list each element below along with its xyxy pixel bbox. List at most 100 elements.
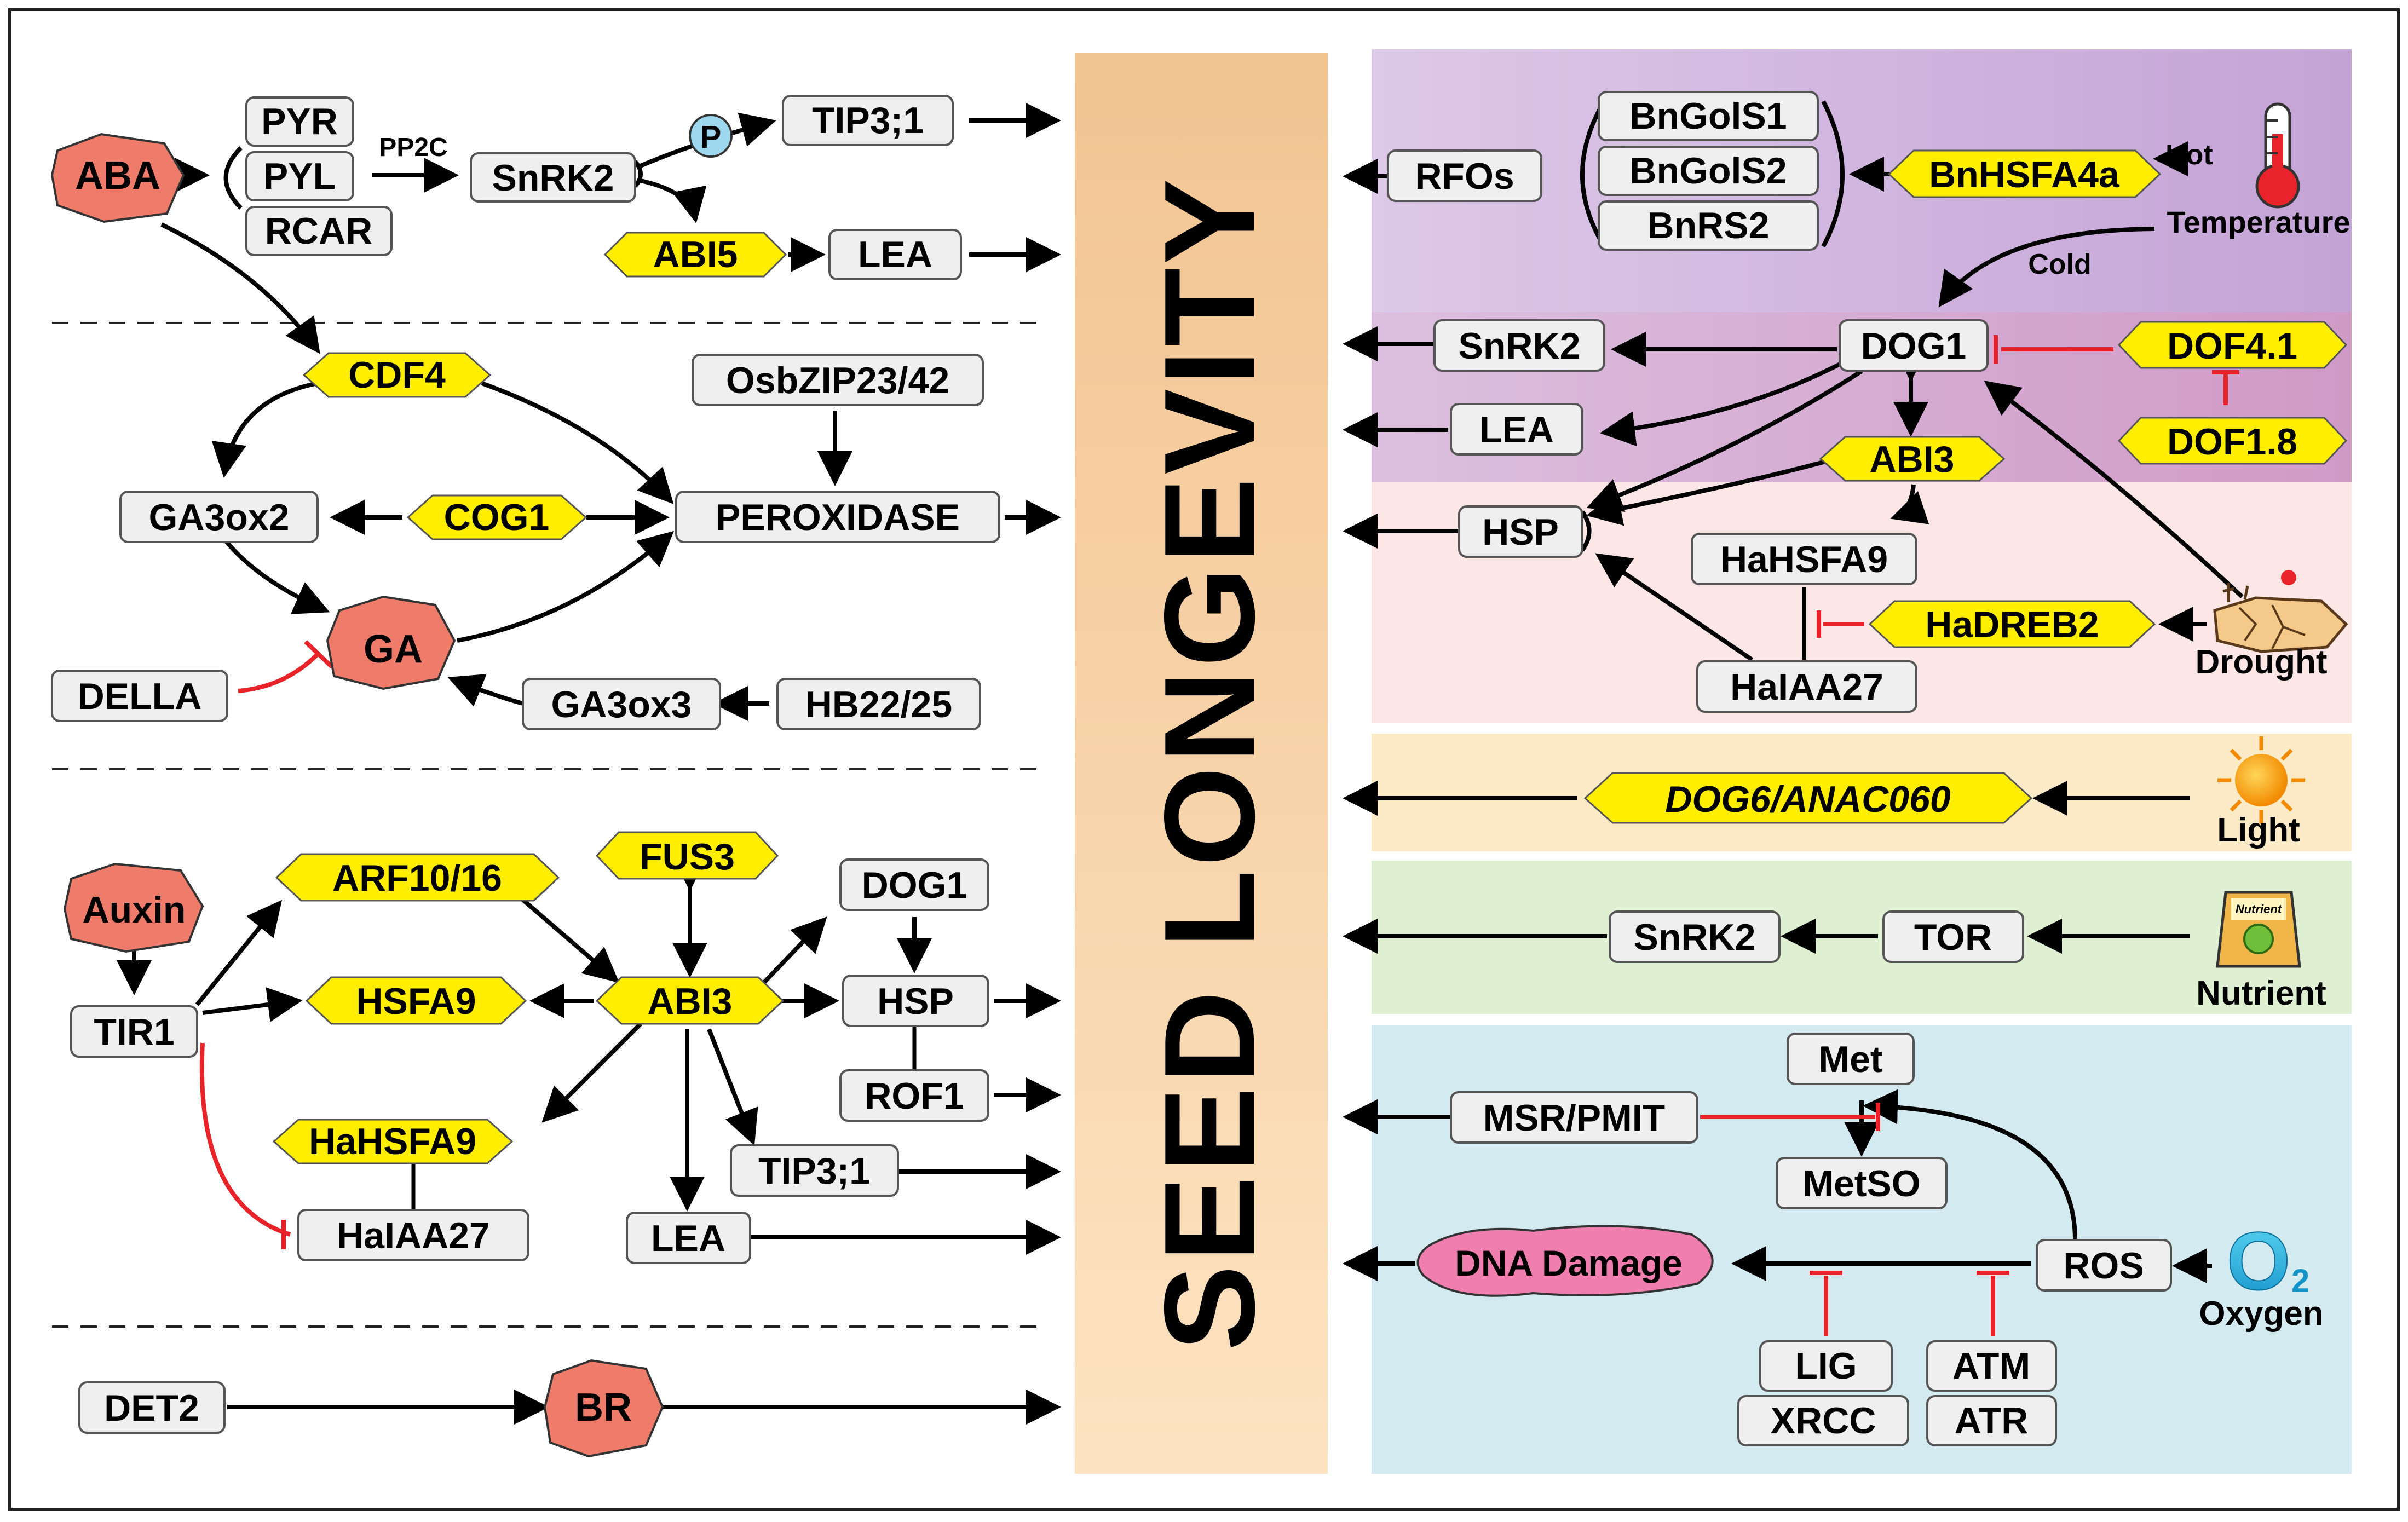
nutrient-bag-icon: Nutrient	[2216, 891, 2301, 968]
nutrient-bag-text: Nutrient	[2236, 902, 2283, 916]
della-node: DELLA	[51, 670, 228, 722]
cdf4-label: CDF4	[348, 354, 446, 396]
bnrs2-label: BnRS2	[1647, 205, 1770, 246]
lig-node: LIG	[1759, 1340, 1893, 1392]
hadreb2-label: HaDREB2	[1925, 604, 2099, 645]
auxin-node: Auxin	[63, 862, 204, 953]
met-label: Met	[1818, 1039, 1882, 1080]
bngols2-node: BnGolS2	[1598, 146, 1819, 196]
ga3ox2-label: GA3ox2	[149, 497, 290, 538]
tir1-node: TIR1	[70, 1005, 198, 1058]
inhibition-edges	[199, 335, 2239, 1336]
snrk2-node-nutrient: SnRK2	[1609, 910, 1781, 963]
metso-node: MetSO	[1776, 1157, 1948, 1209]
arf1016-node: ARF10/16	[275, 853, 560, 902]
abi3-node-left: ABI3	[595, 976, 785, 1025]
rfos-label: RFOs	[1415, 155, 1514, 197]
hahsfa9-node-right: HaHSFA9	[1691, 533, 1917, 585]
atr-node: ATR	[1926, 1395, 2057, 1446]
det2-label: DET2	[104, 1387, 199, 1429]
ros-node: ROS	[2036, 1239, 2172, 1292]
light-label: Light	[2217, 811, 2300, 849]
cog1-node: COG1	[406, 494, 587, 540]
hsp-label: HSP	[877, 981, 954, 1022]
oxygen-label: Oxygen	[2199, 1295, 2323, 1333]
hahsfa9-node-left: HaHSFA9	[272, 1119, 514, 1164]
nutrient-label: Nutrient	[2196, 975, 2326, 1012]
o2-letter: O	[2227, 1215, 2291, 1307]
abi5-label: ABI5	[653, 234, 738, 275]
snrk2-node-right: SnRK2	[1433, 319, 1605, 372]
arf1016-label: ARF10/16	[332, 857, 502, 899]
lea-node-top: LEA	[828, 229, 962, 280]
fus3-node: FUS3	[595, 831, 779, 880]
abi3-label: ABI3	[648, 981, 733, 1022]
pp2c-label: PP2C	[379, 133, 447, 162]
bnrs2-node: BnRS2	[1598, 200, 1819, 251]
ga-label: GA	[364, 627, 423, 671]
tor-label: TOR	[1914, 916, 1992, 958]
cracked-soil-icon	[2213, 570, 2348, 653]
hsp-node-left: HSP	[842, 975, 989, 1027]
plain-connectors	[411, 587, 1806, 1215]
lig-label: LIG	[1795, 1345, 1857, 1387]
metso-label: MetSO	[1802, 1163, 1920, 1204]
dof41-node: DOF4.1	[2117, 321, 2348, 369]
met-node: Met	[1787, 1033, 1915, 1085]
atm-node: ATM	[1926, 1340, 2057, 1392]
xrcc-label: XRCC	[1771, 1400, 1876, 1442]
rof1-label: ROF1	[865, 1075, 964, 1117]
rcar-label: RCAR	[265, 210, 372, 252]
ga-node: GA	[326, 595, 456, 690]
br-node: BR	[543, 1359, 664, 1458]
ga3ox3-node: GA3ox3	[522, 678, 721, 730]
sun-icon	[2217, 736, 2305, 824]
aba-node: ABA	[50, 132, 185, 223]
bngols1-label: BnGolS1	[1629, 95, 1787, 137]
o2-icon: O 2	[2226, 1214, 2310, 1307]
atm-label: ATM	[1952, 1345, 2030, 1387]
hadreb2-node: HaDREB2	[1868, 600, 2156, 648]
dog6-node: DOG6/ANAC060	[1583, 772, 2033, 824]
bngols1-node: BnGolS1	[1598, 91, 1819, 141]
lea-node-bottom: LEA	[626, 1212, 751, 1264]
xrcc-node: XRCC	[1737, 1395, 1909, 1446]
hb2225-node: HB22/25	[776, 678, 981, 730]
dna-damage-label: DNA Damage	[1455, 1243, 1683, 1283]
dog1-node-left: DOG1	[839, 858, 989, 911]
hahsfa9-label: HaHSFA9	[309, 1121, 476, 1162]
ros-label: ROS	[2063, 1245, 2144, 1287]
dog1-label: DOG1	[862, 864, 967, 906]
rof1-node: ROF1	[839, 1069, 989, 1122]
tip31-node-bottom: TIP3;1	[730, 1144, 899, 1197]
dof41-label: DOF4.1	[2167, 325, 2297, 367]
hb2225-label: HB22/25	[805, 684, 952, 725]
cdf4-node: CDF4	[302, 352, 492, 398]
dof18-label: DOF1.8	[2167, 421, 2297, 463]
peroxidase-label: PEROXIDASE	[716, 497, 960, 538]
tor-node: TOR	[1882, 910, 2024, 963]
haiaa27-label: HaIAA27	[337, 1215, 490, 1256]
bngols2-label: BnGolS2	[1629, 150, 1787, 192]
lea-bottom-label: LEA	[651, 1218, 725, 1259]
tip31-label: TIP3;1	[812, 100, 924, 141]
atr-label: ATR	[1955, 1400, 2029, 1442]
haiaa27-node-right: HaIAA27	[1696, 660, 1917, 713]
snrk2-nutrient-label: SnRK2	[1634, 916, 1756, 958]
osbzip-label: OsbZIP23/42	[726, 360, 949, 401]
cold-label: Cold	[2028, 249, 2092, 280]
receptor-group: PYR PYL RCAR	[245, 96, 393, 256]
msr-label: MSR/PMIT	[1483, 1097, 1665, 1139]
cog1-label: COG1	[444, 497, 550, 538]
pyr-label: PYR	[261, 101, 338, 142]
abi3-node-right: ABI3	[1819, 436, 2006, 482]
abi3-right-label: ABI3	[1870, 439, 1955, 480]
tir1-label: TIR1	[94, 1011, 174, 1053]
brackets	[223, 100, 1850, 552]
dna-damage-node: DNA Damage	[1416, 1225, 1714, 1297]
br-label: BR	[575, 1386, 632, 1429]
bnhsfa4a-label: BnHSFA4a	[1929, 154, 2120, 195]
abi5-node: ABI5	[603, 232, 787, 278]
hsfa9-label: HSFA9	[356, 981, 476, 1022]
